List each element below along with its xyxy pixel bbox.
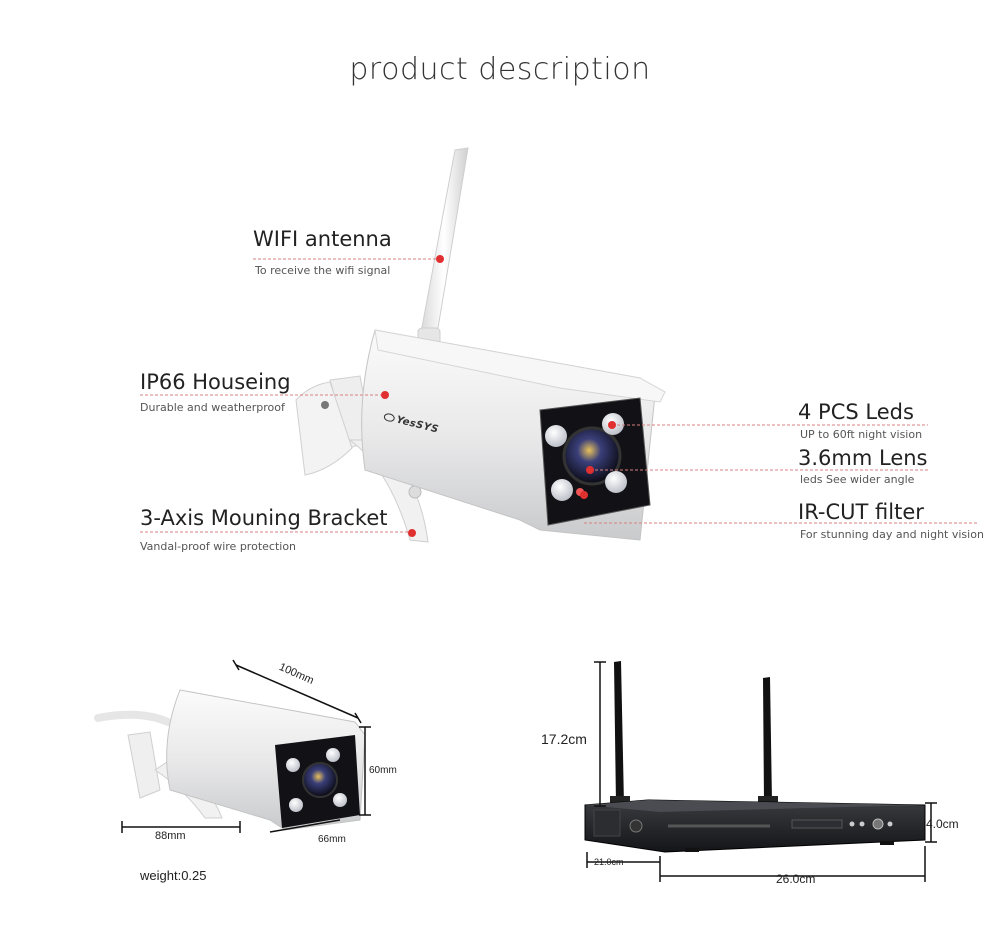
wifi-antenna-subtitle: To receive the wifi signal xyxy=(255,264,391,277)
camera-dimension-lines xyxy=(121,659,371,833)
camera-width-label: 66mm xyxy=(318,834,346,845)
leds-title: 4 PCS Leds xyxy=(798,400,914,424)
camera-height-label: 60mm xyxy=(369,765,397,776)
lens-subtitle: leds See wider angle xyxy=(800,473,915,486)
ircut-title: IR-CUT filter xyxy=(798,500,924,524)
bracket-length-label: 88mm xyxy=(155,830,186,842)
wifi-antenna-title: WIFI antenna xyxy=(253,227,392,251)
page-title: product description xyxy=(349,52,651,87)
nvr-width-label: 26.0cm xyxy=(776,872,816,886)
small-camera xyxy=(94,689,366,831)
leader-lines xyxy=(140,258,978,533)
weight-label: weight:0.25 xyxy=(140,868,207,883)
bracket-subtitle: Vandal-proof wire protection xyxy=(140,540,297,553)
nvr-height-label: 17.2cm xyxy=(541,731,587,747)
housing-subtitle: Durable and weatherproof xyxy=(140,401,285,414)
callout-dots xyxy=(381,255,616,537)
ircut-subtitle: For stunning day and night vision xyxy=(800,528,984,541)
lens-title: 3.6mm Lens xyxy=(798,446,928,470)
main-camera xyxy=(295,147,666,543)
nvr-thickness-label: 4.0cm xyxy=(926,817,959,831)
nvr-recorder xyxy=(584,661,926,853)
logo-eye-icon xyxy=(382,412,396,423)
nvr-depth-label: 21.0cm xyxy=(594,857,624,867)
leds-subtitle: UP to 60ft night vision xyxy=(800,428,923,441)
nvr-dimension-lines xyxy=(586,661,937,882)
bracket-title: 3-Axis Mouning Bracket xyxy=(140,506,388,530)
housing-title: IP66 Houseing xyxy=(140,370,291,394)
